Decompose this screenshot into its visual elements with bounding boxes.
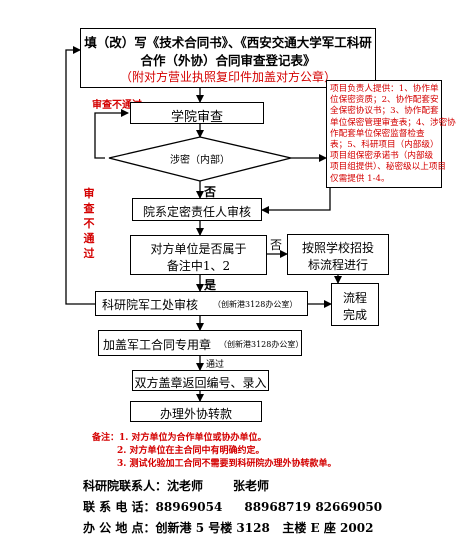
pass-label: 通过 <box>206 360 225 370</box>
partner-question-box: 对方单位是否属于 备注中1、2 <box>130 235 267 275</box>
contact-person-2: 张老师 <box>233 479 270 493</box>
contact-phone-row: 联 系 电 话：88969054 88968719 82669050 <box>83 497 382 518</box>
contact-person-1: 沈老师 <box>167 479 204 493</box>
secret-decision-label: 涉密（内部） <box>170 155 230 166</box>
contact-address: 创新港 5 号楼 3128 主楼 E 座 2002 <box>155 521 374 535</box>
contact-phone-2: 88968719 82669050 <box>244 500 383 514</box>
partner-question-line-2: 备注中1、2 <box>166 259 231 273</box>
review-fail-label-2: 审 查 不 通 过 <box>83 187 95 260</box>
process-done-line-2: 完成 <box>342 308 367 322</box>
title-box: 填（改）写《技术合同书》、《西安交通大学军工科研 合作（外协）合同审查登记表》 … <box>80 28 376 88</box>
note-1: 备注：1. 对方单位为合作单位或协办单位。 <box>92 433 267 443</box>
contact-phone-1: 88969054 <box>155 500 223 514</box>
contact-person-label: 科研院联系人： <box>83 479 168 493</box>
college-review-box: 学院审查 <box>130 102 264 125</box>
finish-step-label: 办理外协转款 <box>159 407 232 421</box>
secret-note-text: 项目负责人提供：1、协作单 位保密资质；2、协作配套安 全保密协议书；3、协作配… <box>330 84 456 184</box>
seal-step-box: 加盖军工合同专用章 （创新港3128办公室） <box>98 330 304 356</box>
tender-line-2: 标流程进行 <box>307 258 368 272</box>
military-review-label: 科研院军工处审核 <box>102 298 199 312</box>
note-2: 2. 对方单位在主合同中有明确约定。 <box>117 446 265 456</box>
title-line-3: （附对方营业执照复印件加盖对方公章） <box>119 70 336 84</box>
return-step-label: 双方盖章返回编号、录入 <box>134 376 267 390</box>
contact-phone-label: 联 系 电 话： <box>83 500 156 514</box>
tender-box: 按照学校招投 标流程进行 <box>287 234 389 275</box>
dept-review-label: 院系定密责任人审核 <box>142 205 251 219</box>
arrow-review-fail-1 <box>94 109 129 159</box>
contact-info: 科研院联系人：沈老师 张老师 联 系 电 话：88969054 88968719 8… <box>83 476 382 539</box>
contact-address-label: 办 公 地 点： <box>83 521 156 535</box>
note-3: 3. 测试化验加工合同不需要到科研院办理外协转款单。 <box>117 459 337 469</box>
secret-decision-diamond <box>108 136 292 182</box>
process-done-box: 流程 完成 <box>331 283 379 326</box>
review-fail-label-1: 审查不通过 <box>92 100 142 111</box>
title-line-2: 合作（外协）合同审查登记表》 <box>140 53 316 68</box>
secret-no-label: 否 <box>204 185 217 199</box>
contact-address-row: 办 公 地 点：创新港 5 号楼 3128 主楼 E 座 2002 <box>83 518 382 539</box>
military-review-location: （创新港3128办公室） <box>213 300 298 309</box>
seal-step-label: 加盖军工合同专用章 <box>103 338 212 352</box>
dept-review-box: 院系定密责任人审核 <box>132 198 262 221</box>
finish-step-box: 办理外协转款 <box>130 401 262 422</box>
tender-line-1: 按照学校招投 <box>301 241 374 255</box>
college-review-label: 学院审查 <box>170 110 223 125</box>
seal-step-location: （创新港3128办公室） <box>219 340 304 349</box>
process-done-line-1: 流程 <box>342 291 367 305</box>
partner-yes-label: 是 <box>204 278 217 292</box>
return-step-box: 双方盖章返回编号、录入 <box>132 370 269 391</box>
partner-no-label: 否 <box>270 238 283 252</box>
contact-person-row: 科研院联系人：沈老师 张老师 <box>83 476 382 497</box>
military-review-box: 科研院军工处审核 （创新港3128办公室） <box>95 291 308 316</box>
partner-question-line-1: 对方单位是否属于 <box>150 242 247 256</box>
title-line-1: 填（改）写《技术合同书》、《西安交通大学军工科研 <box>84 35 372 50</box>
arrow-note-to-dept <box>261 188 331 214</box>
secret-note-box: 项目负责人提供：1、协作单 位保密资质；2、协作配套安 全保密协议书；3、协作配… <box>326 80 456 188</box>
notes: 备注：1. 对方单位为合作单位或协办单位。 2. 对方单位在主合同中有明确约定。… <box>92 432 337 471</box>
arrow-review-fail-2 <box>65 46 95 305</box>
